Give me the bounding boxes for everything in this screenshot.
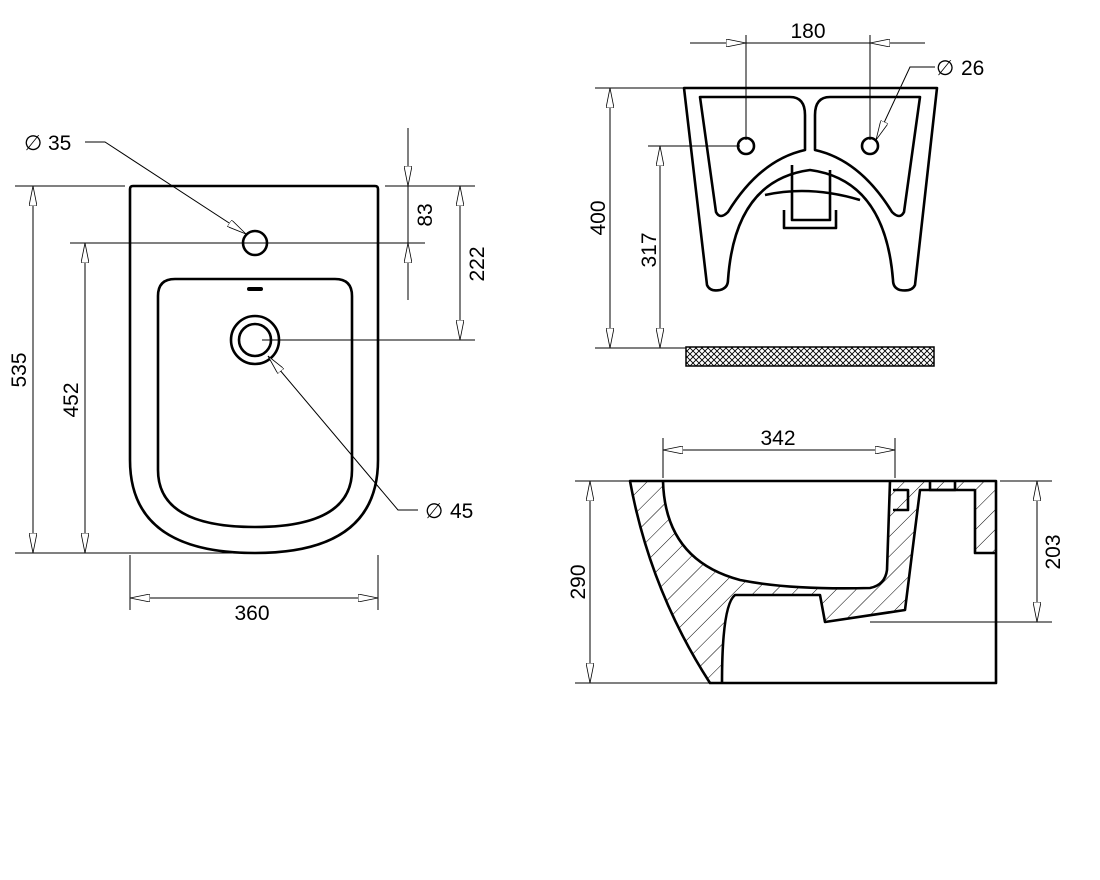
overflow-slot <box>247 287 263 291</box>
front-cavity-left <box>698 95 807 218</box>
dim-label-290: 290 <box>567 564 590 599</box>
front-cavity-right <box>813 95 922 218</box>
bowl-outline <box>156 277 354 529</box>
diameter-symbol-45: ∅ <box>425 500 443 523</box>
extension-lines <box>575 438 1052 684</box>
front-hole-right <box>860 136 880 156</box>
rim-detail <box>893 481 957 512</box>
dim-label-400: 400 <box>587 200 610 235</box>
front-hole-left <box>736 136 756 156</box>
diameter-symbol-26: ∅ <box>936 57 954 80</box>
internal-section <box>720 488 996 684</box>
diameter-symbol-35: ∅ <box>24 132 42 155</box>
leader-35 <box>85 141 246 235</box>
wall-floor-section <box>685 346 935 367</box>
bidet-outline <box>128 184 380 555</box>
dim-label-180: 180 <box>790 20 825 43</box>
leader-26 <box>875 66 935 140</box>
leader-45 <box>267 355 418 511</box>
front-outline <box>682 86 939 292</box>
dim-label-317: 317 <box>638 232 661 267</box>
front-view: 180 400 317 ∅ 26 <box>587 20 984 367</box>
bowl-section <box>661 480 892 590</box>
dim-label-222: 222 <box>466 246 489 281</box>
dim-label-203: 203 <box>1042 534 1065 569</box>
dim-label-535: 535 <box>8 352 31 387</box>
side-section: 342 290 203 <box>567 427 1065 685</box>
dim-label-342: 342 <box>760 427 795 450</box>
dim-label-360: 360 <box>234 602 269 625</box>
dim-label-hole-35: 35 <box>48 132 71 155</box>
dim-label-hole-45: 45 <box>450 500 473 523</box>
dim-label-452: 452 <box>60 382 83 417</box>
dim-label-83: 83 <box>414 203 437 226</box>
dim-label-hole-26: 26 <box>961 57 984 80</box>
front-drain <box>764 165 861 230</box>
top-view: 535 452 83 222 360 ∅ 35 ∅ 45 <box>8 128 489 625</box>
section-hatch <box>630 481 996 683</box>
